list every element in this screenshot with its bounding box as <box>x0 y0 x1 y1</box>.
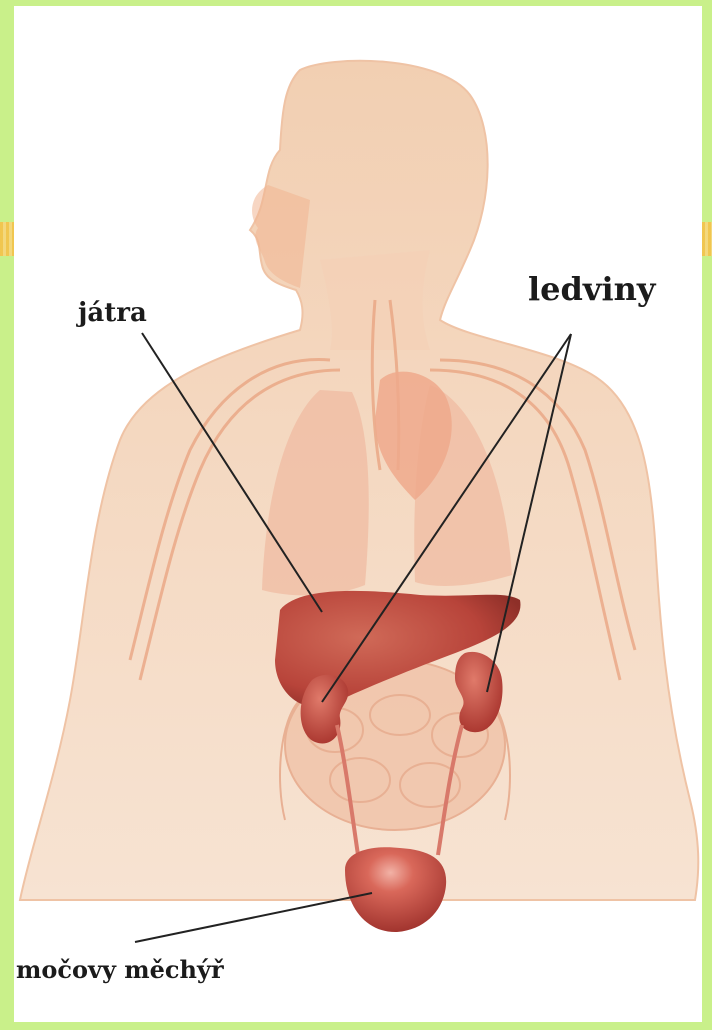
label-bladder: močovy měchýř <box>16 955 224 984</box>
label-kidneys: ledviny <box>528 270 656 308</box>
urinary-bladder <box>345 847 446 932</box>
label-liver: játra <box>78 298 147 328</box>
